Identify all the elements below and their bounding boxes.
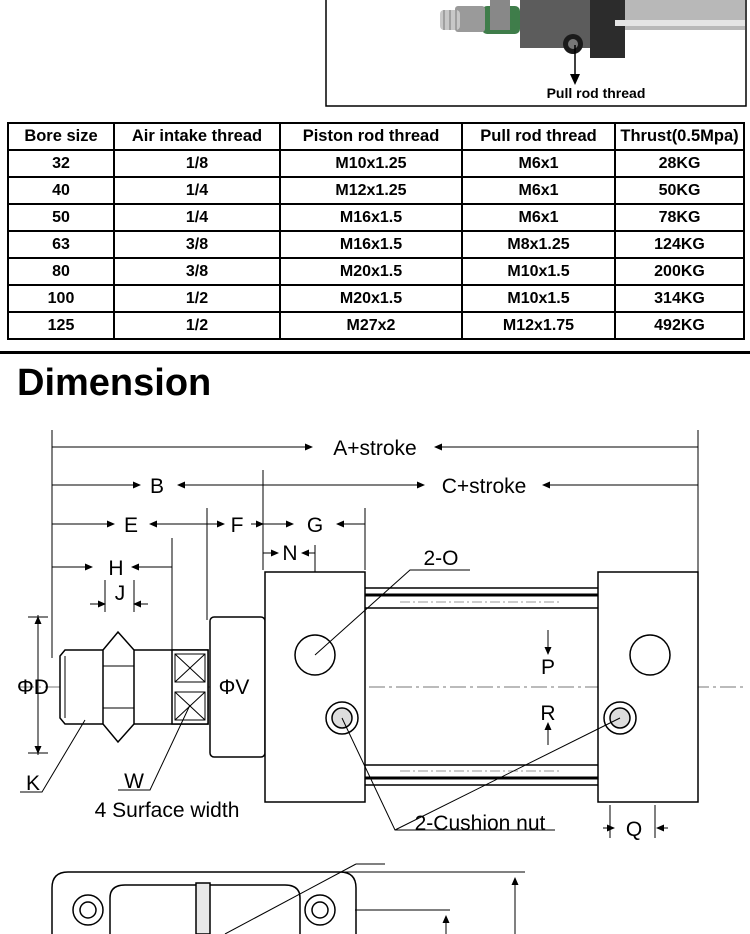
table-cell: M27x2	[279, 311, 463, 340]
table-cell: 124KG	[614, 230, 745, 259]
front-cover	[264, 571, 366, 803]
table-cell: 3/8	[113, 230, 281, 259]
table-cell: 40	[7, 176, 115, 205]
leader-lines	[20, 569, 621, 831]
label-cushion-nut: 2-Cushion nut	[415, 812, 546, 835]
table-cell: 1/4	[113, 176, 281, 205]
table-cell: 100	[7, 284, 115, 313]
table-cell: M16x1.5	[279, 203, 463, 232]
table-cell: M10x1.5	[461, 257, 616, 286]
table-cell: 1/4	[113, 203, 281, 232]
table-cell: 1/2	[113, 311, 281, 340]
table-cell: 492KG	[614, 311, 745, 340]
table-cell: 3/8	[113, 257, 281, 286]
table-row: 63 3/8 M16x1.5 M8x1.25 124KG	[7, 230, 745, 259]
table-cell: 80	[7, 257, 115, 286]
dimension-arrows	[28, 443, 698, 838]
table-cell: M12x1.25	[279, 176, 463, 205]
label-q: Q	[626, 818, 642, 841]
rear-cover	[597, 571, 699, 803]
end-view-drawing	[51, 863, 525, 934]
label-r: R	[540, 702, 555, 725]
hex-nut	[102, 630, 135, 744]
col-pull-rod-thread: Pull rod thread	[461, 122, 616, 151]
table-cell: M6x1	[461, 203, 616, 232]
label-surface-width: 4 Surface width	[95, 799, 240, 822]
label-phi-v: ΦV	[219, 676, 250, 699]
label-h: H	[108, 557, 123, 580]
label-n: N	[282, 542, 297, 565]
label-e: E	[124, 514, 138, 537]
table-row: 125 1/2 M27x2 M12x1.75 492KG	[7, 311, 745, 340]
label-phi-d: ΦD	[17, 676, 49, 699]
table-cell: 63	[7, 230, 115, 259]
extension-lines	[51, 430, 699, 838]
table-row: 40 1/4 M12x1.25 M6x1 50KG	[7, 176, 745, 205]
section-divider	[0, 351, 750, 354]
col-air-intake-thread: Air intake thread	[113, 122, 281, 151]
pull-rod-callout: Pull rod thread	[547, 85, 646, 101]
table-header-row: Bore size Air intake thread Piston rod t…	[7, 122, 745, 151]
callout-arrow	[570, 74, 580, 85]
table-cell: 28KG	[614, 149, 745, 178]
table-row: 100 1/2 M20x1.5 M10x1.5 314KG	[7, 284, 745, 313]
table-cell: 78KG	[614, 203, 745, 232]
table-cell: M10x1.5	[461, 284, 616, 313]
table-cell: 50KG	[614, 176, 745, 205]
table-cell: 1/2	[113, 284, 281, 313]
col-bore-size: Bore size	[7, 122, 115, 151]
label-j: J	[115, 582, 126, 605]
table-cell: M6x1	[461, 176, 616, 205]
table-cell: M8x1.25	[461, 230, 616, 259]
label-a-stroke: A+stroke	[333, 437, 416, 460]
table-cell: 125	[7, 311, 115, 340]
col-piston-rod-thread: Piston rod thread	[279, 122, 463, 151]
label-g: G	[307, 514, 323, 537]
label-2-o: 2-O	[423, 547, 458, 570]
table-cell: M20x1.5	[279, 257, 463, 286]
table-row: 80 3/8 M20x1.5 M10x1.5 200KG	[7, 257, 745, 286]
table-cell: 200KG	[614, 257, 745, 286]
product-photo-fragment: Pull rod thread	[325, 0, 747, 107]
col-thrust: Thrust(0.5Mpa)	[614, 122, 745, 151]
dimension-drawing: A+stroke B C+stroke E F G H J N 2-O ΦD Φ…	[17, 430, 745, 934]
table-cell: M6x1	[461, 149, 616, 178]
table-cell: 314KG	[614, 284, 745, 313]
label-b: B	[150, 475, 164, 498]
section-title: Dimension	[17, 362, 212, 404]
table-cell: M16x1.5	[279, 230, 463, 259]
table-cell: M20x1.5	[279, 284, 463, 313]
label-w: W	[124, 770, 144, 793]
label-c-stroke: C+stroke	[442, 475, 527, 498]
label-f: F	[231, 514, 244, 537]
table-cell: 1/8	[113, 149, 281, 178]
air-port-rear	[629, 634, 671, 676]
table-cell: 50	[7, 203, 115, 232]
table-row: 50 1/4 M16x1.5 M6x1 78KG	[7, 203, 745, 232]
cylinder-photo	[440, 0, 745, 58]
table-row: 32 1/8 M10x1.25 M6x1 28KG	[7, 149, 745, 178]
label-k: K	[26, 772, 40, 795]
spec-table: Bore size Air intake thread Piston rod t…	[7, 122, 745, 340]
cylinder-body	[264, 571, 699, 803]
piston-rod	[59, 616, 266, 758]
table-cell: M12x1.75	[461, 311, 616, 340]
label-p: P	[541, 656, 555, 679]
table-cell: M10x1.25	[279, 149, 463, 178]
table-cell: 32	[7, 149, 115, 178]
